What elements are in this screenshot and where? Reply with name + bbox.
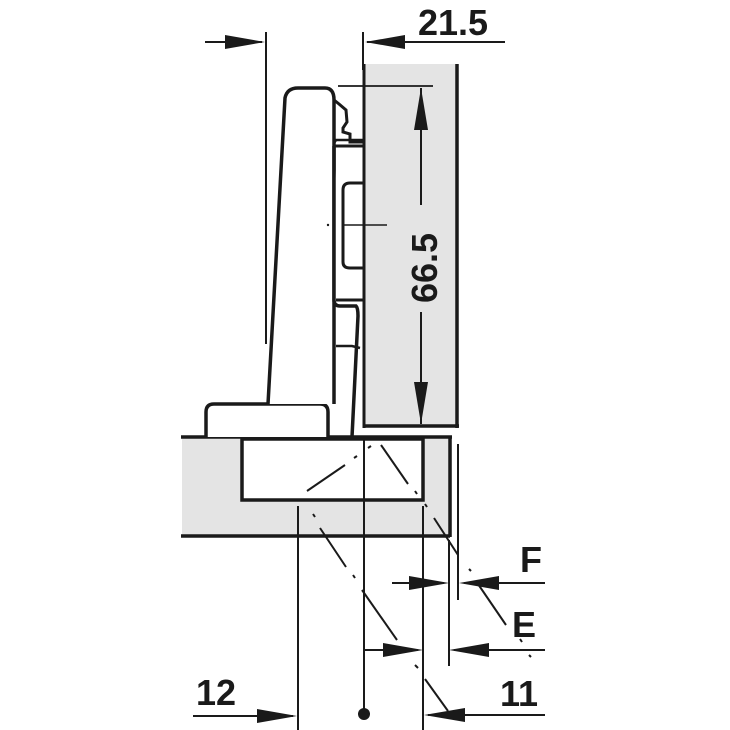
dimension-66-5: 66.5 [338, 85, 445, 424]
rotation-path-lines [306, 444, 532, 712]
dimension-f: F [392, 539, 545, 590]
dimension-label-12: 12 [196, 672, 236, 713]
dimension-label-21-5: 21.5 [418, 2, 488, 43]
dimension-21-5: 21.5 [205, 2, 505, 344]
cabinet-side-panel [362, 64, 459, 428]
dimension-label-f: F [520, 539, 542, 580]
dimension-e: E [364, 604, 545, 657]
reference-lines [297, 440, 459, 730]
dimension-label-e: E [512, 604, 536, 645]
pivot-point [358, 708, 370, 720]
dimension-12: 12 [193, 672, 297, 723]
hinge-cup-recess [240, 437, 425, 502]
dimension-11: 11 [424, 673, 545, 722]
dimension-label-11: 11 [500, 673, 538, 714]
dimension-label-66-5: 66.5 [404, 233, 445, 303]
hinge-arm [266, 86, 387, 438]
hinge-cup-flange [204, 402, 330, 437]
